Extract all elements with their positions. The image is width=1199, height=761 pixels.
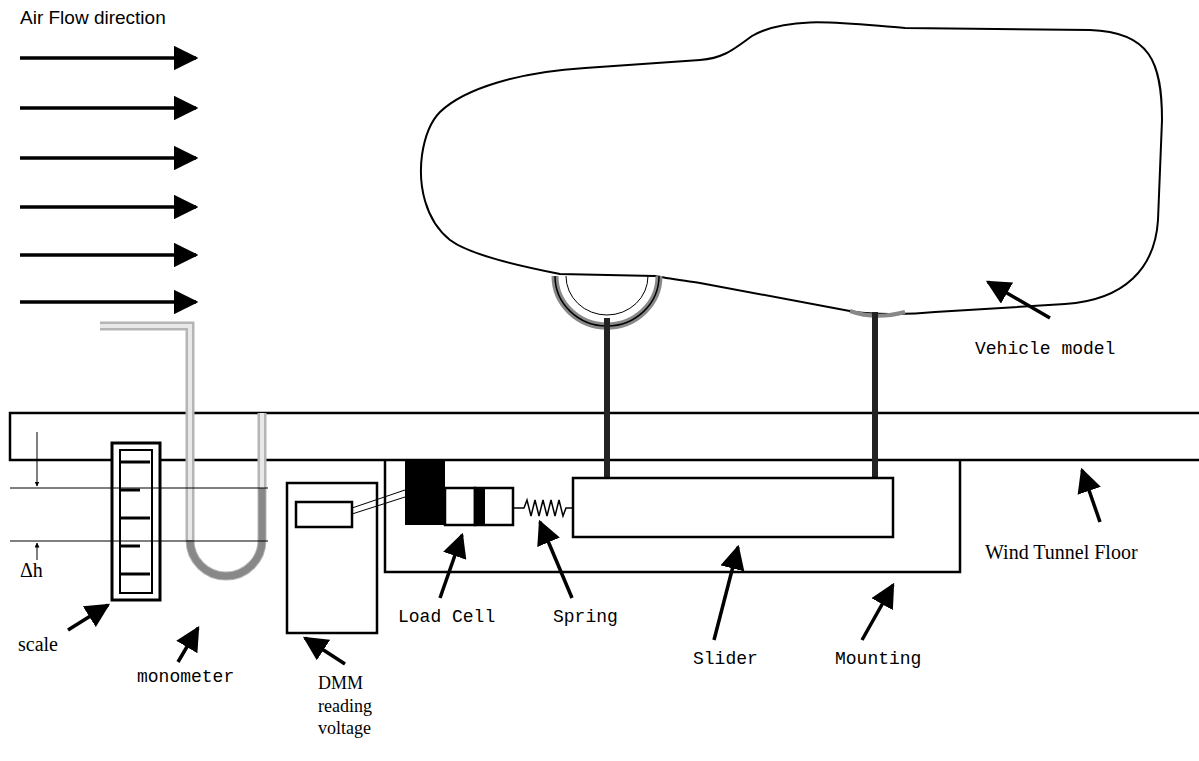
manometer-label: monometer — [137, 666, 267, 689]
front-strut — [604, 318, 610, 478]
scale-tick — [120, 489, 140, 492]
airflow-label: Air Flow direction — [20, 6, 260, 30]
delta-h-label: Δh — [20, 558, 70, 583]
scale-tick — [120, 517, 150, 520]
load-cell-label: Load Cell — [398, 606, 528, 629]
mounting-label: Mounting — [835, 648, 975, 671]
mounting — [385, 460, 960, 572]
scale-tick — [120, 461, 150, 464]
scale-tick — [120, 545, 140, 548]
spring — [513, 500, 573, 516]
leader-arrows — [68, 282, 1100, 664]
scale-tick — [120, 573, 150, 576]
dmm-label: DMM reading voltage — [318, 672, 396, 740]
airflow-arrows — [20, 58, 196, 302]
rear-strut — [872, 312, 878, 478]
slider-label: Slider — [693, 648, 803, 671]
spring-label: Spring — [553, 606, 663, 629]
scale-label: scale — [18, 632, 98, 657]
slider — [573, 478, 893, 537]
vehicle-body — [421, 22, 1162, 314]
scale — [112, 443, 160, 600]
vehicle-label: Vehicle model — [975, 338, 1175, 361]
dmm — [287, 483, 377, 633]
floor-label: Wind Tunnel Floor — [985, 540, 1190, 565]
load-cell — [405, 460, 445, 525]
